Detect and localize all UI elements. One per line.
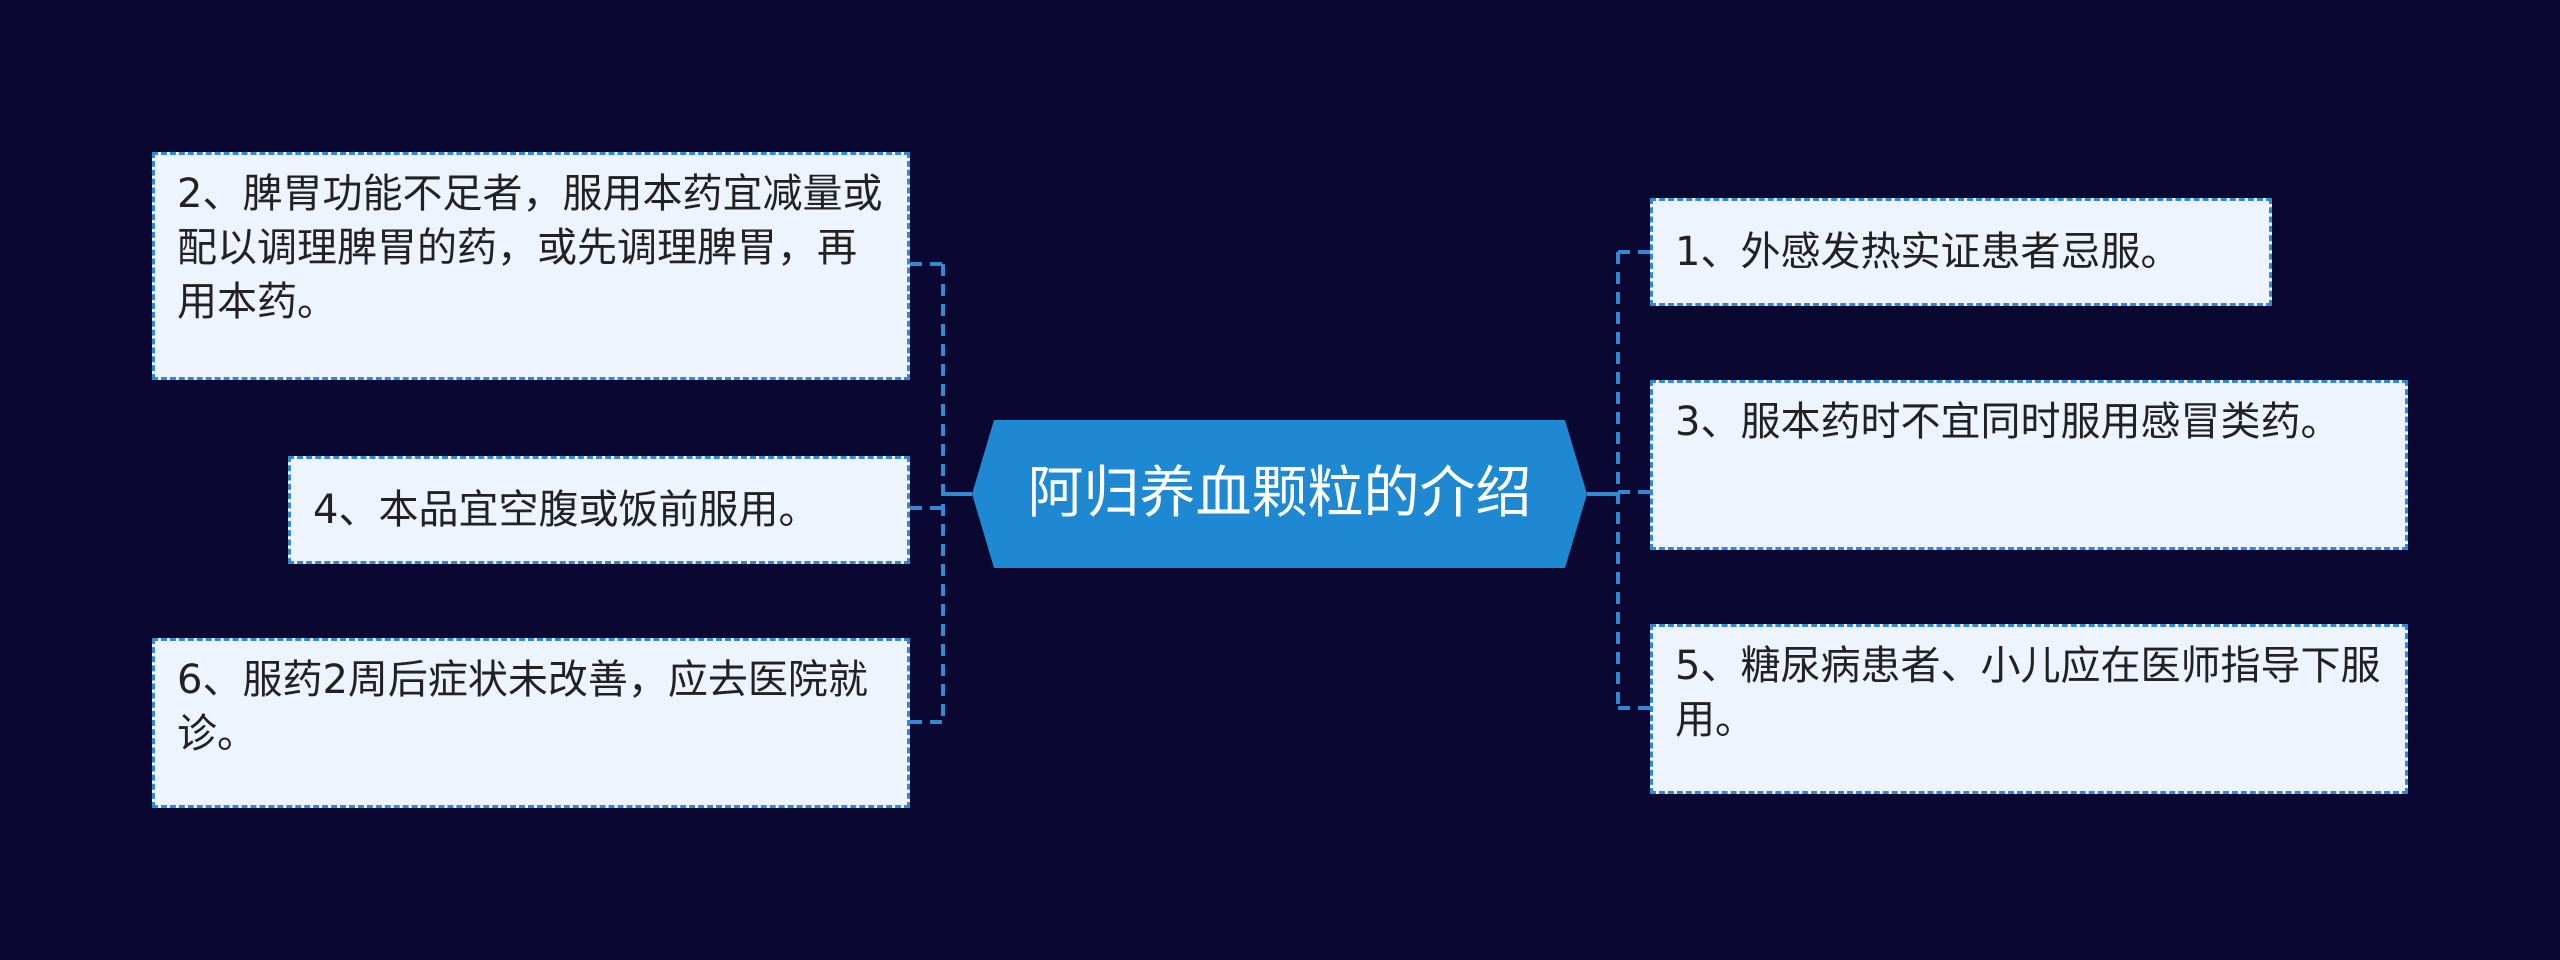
- topic-node-text: 4、本品宜空腹或饭前服用。: [313, 487, 819, 533]
- topic-node-text: 6、服药2周后症状未改善，应去医院就诊。: [177, 657, 868, 757]
- topic-node-text: 5、糖尿病患者、小儿应在医师指导下服用。: [1675, 643, 2381, 743]
- central-topic-shape: [972, 420, 1587, 568]
- topic-node-left-2[interactable]: 4、本品宜空腹或饭前服用。: [288, 456, 910, 564]
- topic-node-right-3[interactable]: 5、糖尿病患者、小儿应在医师指导下服用。: [1650, 624, 2408, 794]
- topic-node-text: 1、外感发热实证患者忌服。: [1675, 229, 2181, 275]
- topic-node-text: 3、服本药时不宜同时服用感冒类药。: [1675, 399, 2341, 445]
- topic-node-left-3[interactable]: 6、服药2周后症状未改善，应去医院就诊。: [152, 638, 910, 808]
- topic-node-text: 2、脾胃功能不足者，服用本药宜减量或配以调理脾胃的药，或先调理脾胃，再用本药。: [177, 171, 883, 325]
- topic-node-right-2[interactable]: 3、服本药时不宜同时服用感冒类药。: [1650, 380, 2408, 550]
- central-topic[interactable]: 阿归养血颗粒的介绍: [972, 420, 1587, 568]
- topic-node-right-1[interactable]: 1、外感发热实证患者忌服。: [1650, 198, 2272, 306]
- topic-node-left-1[interactable]: 2、脾胃功能不足者，服用本药宜减量或配以调理脾胃的药，或先调理脾胃，再用本药。: [152, 152, 910, 380]
- central-topic-title: 阿归养血颗粒的介绍: [1027, 461, 1532, 526]
